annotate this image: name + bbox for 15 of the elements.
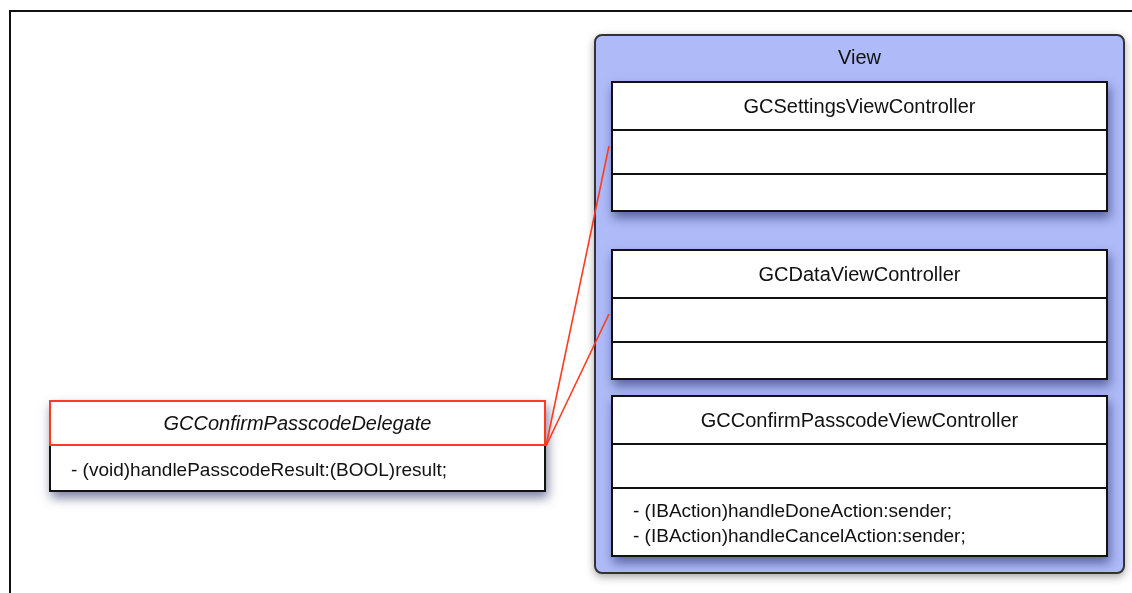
interface-box bbox=[49, 400, 546, 492]
container-box bbox=[594, 34, 1125, 574]
connector-line bbox=[545, 313, 610, 447]
class-name: GCConfirmPasscodeViewController bbox=[700, 408, 1019, 432]
method-signature: - (IBAction)handleDoneAction:sender; bbox=[633, 499, 953, 523]
class-box bbox=[611, 81, 1108, 212]
class-box bbox=[611, 395, 1108, 557]
class-name: GCConfirmPasscodeDelegate bbox=[163, 411, 432, 435]
class-name: GCSettingsViewController bbox=[743, 94, 976, 118]
class-box bbox=[611, 249, 1108, 380]
method-signature: - (IBAction)handleCancelAction:sender; bbox=[633, 524, 967, 548]
container-title: View bbox=[837, 46, 882, 69]
method-signature: - (void)handlePasscodeResult:(BOOL)result; bbox=[71, 457, 448, 482]
connector-line bbox=[545, 145, 610, 447]
class-name: GCDataViewController bbox=[758, 262, 961, 286]
